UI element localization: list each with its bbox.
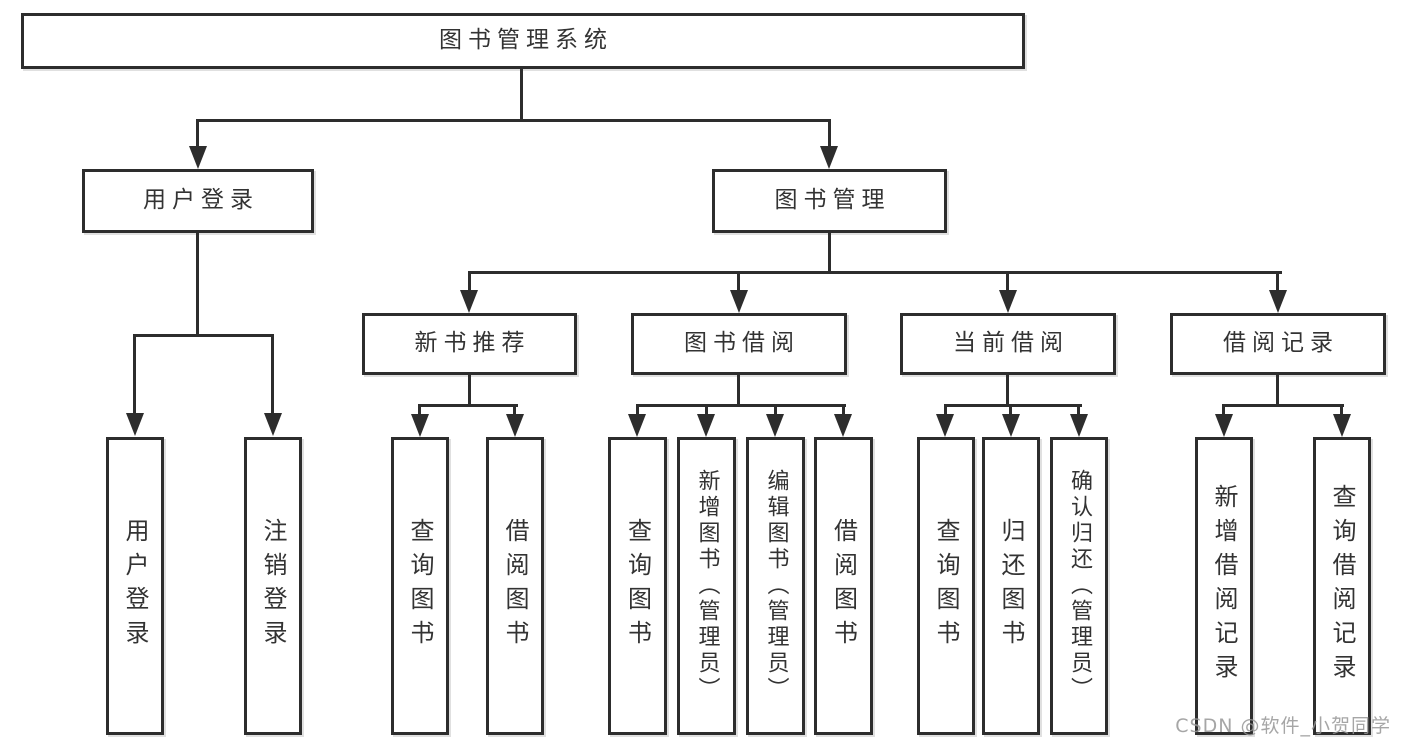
leaf-query-book-a: 查询图书 — [391, 437, 449, 735]
node-user-login-label: 用户登录 — [143, 187, 259, 214]
arrowhead-down-icon — [766, 414, 784, 437]
leaf-add-book-admin: 新增图书（管理员） — [677, 437, 736, 735]
arrowhead-down-icon — [1070, 414, 1088, 437]
edge-drop-query-borrow-record — [1340, 404, 1343, 417]
leaf-borrow-book-b-label: 借阅图书 — [829, 518, 858, 654]
connector-new-book-recommend-stem — [468, 375, 471, 406]
node-new-book-recommend-label: 新书推荐 — [414, 330, 531, 357]
leaf-add-borrow-record-label: 新增借阅记录 — [1210, 484, 1238, 688]
edge-drop-book-borrow — [737, 271, 740, 293]
edge-drop-user-login — [196, 119, 199, 148]
connector-level3-hline — [468, 271, 1282, 274]
connector-book-borrow-stem — [737, 375, 740, 406]
connector-borrow-record-stem — [1276, 375, 1279, 406]
leaf-add-book-admin-label: 新增图书（管理员） — [694, 469, 720, 703]
leaf-query-book-c: 查询图书 — [917, 437, 975, 735]
leaf-return-book-label: 归还图书 — [997, 518, 1025, 654]
node-borrow-record-label: 借阅记录 — [1223, 330, 1339, 357]
arrowhead-down-icon — [936, 414, 954, 437]
connector-user-login-stem — [196, 233, 199, 336]
edge-drop-query-book-a — [418, 404, 421, 417]
connector-current-borrow-stem — [1006, 375, 1009, 406]
arrowhead-down-icon — [697, 414, 715, 437]
connector-level2-hline — [197, 119, 831, 122]
arrowhead-down-icon — [189, 146, 207, 169]
node-borrow-record: 借阅记录 — [1170, 313, 1386, 375]
leaf-query-borrow-record-label: 查询借阅记录 — [1328, 484, 1356, 688]
edge-drop-edit-book-admin — [774, 404, 777, 417]
node-book-borrow: 图书借阅 — [631, 313, 847, 375]
edge-drop-current-borrow — [1006, 271, 1009, 293]
edge-drop-return-book — [1009, 404, 1012, 417]
leaf-logout-label: 注销登录 — [259, 518, 287, 654]
edge-drop-new-book-recommend — [468, 271, 471, 293]
connector-book-management-stem — [828, 233, 831, 273]
edge-drop-borrow-record — [1276, 271, 1279, 293]
arrowhead-down-icon — [506, 414, 524, 437]
edge-drop-add-book-admin — [705, 404, 708, 417]
node-root: 图书管理系统 — [21, 13, 1025, 69]
leaf-borrow-book-a: 借阅图书 — [486, 437, 544, 735]
leaf-query-book-c-label: 查询图书 — [932, 518, 960, 654]
connector-new-book-recommend-hline — [418, 404, 518, 407]
node-current-borrow: 当前借阅 — [900, 313, 1116, 375]
leaf-borrow-book-b: 借阅图书 — [814, 437, 873, 735]
arrowhead-down-icon — [820, 146, 838, 169]
connector-root-stem — [520, 69, 523, 120]
node-new-book-recommend: 新书推荐 — [362, 313, 577, 375]
leaf-edit-book-admin: 编辑图书（管理员） — [746, 437, 805, 735]
leaf-edit-book-admin-label: 编辑图书（管理员） — [763, 469, 789, 703]
leaf-borrow-book-a-label: 借阅图书 — [501, 518, 529, 654]
connector-user-login-hline — [133, 334, 274, 337]
leaf-logout: 注销登录 — [244, 437, 302, 735]
leaf-query-book-b-label: 查询图书 — [623, 518, 652, 654]
leaf-return-book: 归还图书 — [982, 437, 1040, 735]
leaf-user-login-label: 用户登录 — [121, 518, 149, 654]
edge-drop-leaf-logout — [271, 334, 274, 415]
arrowhead-down-icon — [411, 414, 429, 437]
edge-drop-query-book-c — [944, 404, 947, 417]
leaf-user-login: 用户登录 — [106, 437, 164, 735]
arrowhead-down-icon — [460, 290, 478, 313]
connector-borrow-record-hline — [1222, 404, 1344, 407]
arrowhead-down-icon — [264, 413, 282, 436]
node-current-borrow-label: 当前借阅 — [953, 330, 1069, 357]
edge-drop-query-book-b — [636, 404, 639, 417]
arrowhead-down-icon — [126, 413, 144, 436]
node-user-login: 用户登录 — [82, 169, 314, 233]
arrowhead-down-icon — [628, 414, 646, 437]
node-book-management-label: 图书管理 — [774, 187, 891, 214]
leaf-confirm-return-admin: 确认归还（管理员） — [1050, 437, 1108, 735]
arrowhead-down-icon — [1333, 414, 1351, 437]
arrowhead-down-icon — [1002, 414, 1020, 437]
edge-drop-leaf-user-login — [133, 334, 136, 415]
edge-drop-borrow-book-b — [842, 404, 845, 417]
edge-drop-add-borrow-record — [1222, 404, 1225, 417]
leaf-query-book-a-label: 查询图书 — [406, 518, 434, 654]
connector-current-borrow-hline — [944, 404, 1082, 407]
leaf-query-book-b: 查询图书 — [608, 437, 667, 735]
leaf-add-borrow-record: 新增借阅记录 — [1195, 437, 1253, 735]
arrowhead-down-icon — [999, 290, 1017, 313]
arrowhead-down-icon — [1269, 290, 1287, 313]
node-root-label: 图书管理系统 — [439, 27, 613, 54]
leaf-query-borrow-record: 查询借阅记录 — [1313, 437, 1371, 735]
edge-drop-confirm-return-admin — [1077, 404, 1080, 417]
node-book-management: 图书管理 — [712, 169, 947, 233]
edge-drop-borrow-book-a — [513, 404, 516, 417]
csdn-watermark: CSDN @软件_小贺同学 — [1175, 715, 1391, 737]
edge-drop-book-management — [828, 119, 831, 148]
node-book-borrow-label: 图书借阅 — [684, 330, 800, 357]
arrowhead-down-icon — [834, 414, 852, 437]
leaf-confirm-return-admin-label: 确认归还（管理员） — [1067, 469, 1092, 703]
arrowhead-down-icon — [730, 290, 748, 313]
arrowhead-down-icon — [1215, 414, 1233, 437]
connector-book-borrow-hline — [636, 404, 846, 407]
